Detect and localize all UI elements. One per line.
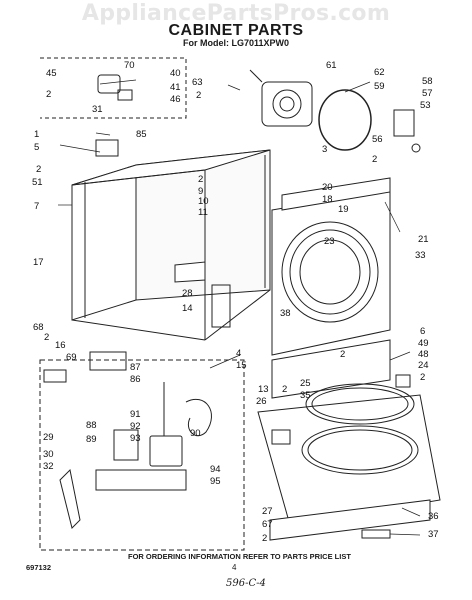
callout: 3	[322, 144, 327, 155]
callout: 56	[372, 134, 383, 145]
callout: 63	[192, 77, 203, 88]
callout: 92	[130, 421, 141, 432]
callout: 37	[428, 529, 439, 540]
callout: 14	[182, 303, 193, 314]
callout: 61	[326, 60, 337, 71]
callout: 20	[322, 182, 333, 193]
callout: 2	[340, 349, 345, 360]
callout: 33	[415, 250, 426, 261]
cabinet-shell	[71, 149, 271, 341]
drive-belt	[318, 89, 372, 151]
callout: 41	[170, 82, 181, 93]
callout: 2	[46, 89, 51, 100]
callout: 46	[170, 94, 181, 105]
callout: 29	[43, 432, 54, 443]
callout: 5	[34, 142, 39, 153]
callout: 35	[300, 390, 311, 401]
callout: 40	[170, 68, 181, 79]
page-number: 4	[232, 563, 237, 572]
callout: 2	[44, 332, 49, 343]
callout: 86	[130, 374, 141, 385]
callout: 30	[43, 449, 54, 460]
callout: 24	[418, 360, 429, 371]
callout: 4	[236, 348, 241, 359]
front-panel	[271, 189, 391, 356]
callout: 88	[86, 420, 97, 431]
callout: 45	[46, 68, 57, 79]
callout: 70	[124, 60, 135, 71]
callout: 91	[130, 409, 141, 420]
callout: 16	[55, 340, 66, 351]
callout: 25	[300, 378, 311, 389]
callout: 2	[262, 533, 267, 544]
console-strip	[281, 177, 391, 211]
callout: 87	[130, 362, 141, 373]
callout: 62	[374, 67, 385, 78]
callout: 7	[34, 201, 39, 212]
callout: 2	[196, 90, 201, 101]
callout: 10	[198, 196, 209, 207]
gas-valve-assembly	[59, 382, 212, 529]
callout: 32	[43, 461, 54, 472]
watermark: AppliancePartsPros.com	[81, 1, 391, 26]
callout: 94	[210, 464, 221, 475]
callout: 89	[86, 434, 97, 445]
cabinet-base	[257, 383, 441, 541]
callout: 2	[36, 164, 41, 175]
callout: 58	[422, 76, 433, 87]
callout: 1	[34, 129, 39, 140]
callout: 26	[256, 396, 267, 407]
callout: 11	[198, 207, 208, 218]
callout: 49	[418, 338, 429, 349]
callout: 53	[420, 100, 431, 111]
ordering-note: FOR ORDERING INFORMATION REFER TO PARTS …	[128, 552, 351, 561]
callout: 19	[338, 204, 349, 215]
callout: 48	[418, 349, 429, 360]
callout: 23	[324, 236, 335, 247]
diagram-title: CABINET PARTS	[168, 22, 304, 39]
callout: 17	[33, 257, 44, 268]
callout: 15	[236, 360, 247, 371]
callout: 21	[418, 234, 429, 245]
callout: 69	[66, 352, 77, 363]
callout: 2	[372, 154, 377, 165]
callout: 6	[420, 326, 425, 337]
inset-box-top	[40, 57, 187, 119]
callout: 2	[198, 174, 203, 185]
callout: 27	[262, 506, 273, 517]
motor-assembly	[249, 69, 313, 127]
callout: 9	[198, 186, 203, 197]
callout: 67	[262, 519, 273, 530]
callout: 13	[258, 384, 269, 395]
callout: 2	[420, 372, 425, 383]
callout: 36	[428, 511, 439, 522]
toe-panel	[271, 339, 391, 399]
callout: 59	[374, 81, 385, 92]
inset-box-gas-valve	[39, 359, 245, 551]
callout: 85	[136, 129, 147, 140]
callout: 38	[280, 308, 291, 319]
callout: 18	[322, 194, 333, 205]
callout: 95	[210, 476, 221, 487]
callout: 51	[32, 177, 43, 188]
callout: 28	[182, 288, 193, 299]
callout: 31	[92, 104, 103, 115]
model-subtitle: For Model: LG7011XPW0	[182, 38, 290, 48]
callout: 57	[422, 88, 433, 99]
callout: 68	[33, 322, 44, 333]
callouts: 70 45 40 41 46 2 31 1 85 5 2 51 7 17 68 …	[32, 60, 439, 544]
callout: 93	[130, 433, 141, 444]
callout: 2	[282, 384, 287, 395]
handwritten-note: 596-C-4	[226, 578, 266, 589]
callout: 90	[190, 428, 201, 439]
footer-code: 697132	[26, 563, 52, 572]
